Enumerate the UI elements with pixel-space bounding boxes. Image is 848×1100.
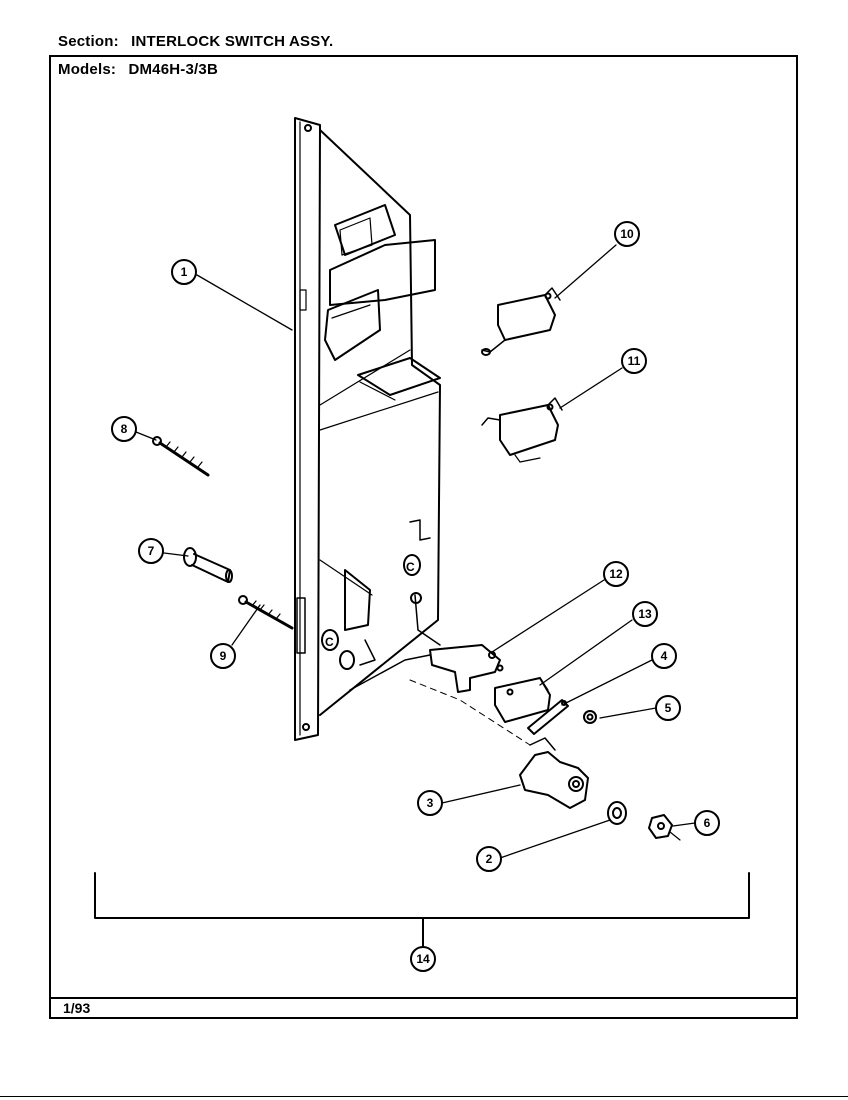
microswitch-10 [481,287,561,356]
callout-1-label: 1 [181,265,188,279]
callout-9-label: 9 [220,649,227,663]
callout-7: 7 [138,538,164,564]
leader-lines [135,244,696,859]
nut-6 [648,814,681,841]
svg-text:C: C [406,560,415,574]
callout-12: 12 [603,561,629,587]
callout-9: 9 [210,643,236,669]
footer-divider [49,997,798,999]
callout-11: 11 [621,348,647,374]
svg-text:C: C [325,635,334,649]
callout-13-label: 13 [638,607,652,621]
callout-10: 10 [614,221,640,247]
screw-9 [238,595,294,630]
callout-5-label: 5 [665,701,672,715]
callout-14: 14 [410,946,436,972]
callout-6-label: 6 [704,816,711,830]
callouts: 1 10 11 8 7 9 12 13 [111,221,720,972]
models-label: Models: [58,61,117,78]
diagram-frame [49,55,798,1019]
callout-11-label: 11 [628,354,641,368]
callout-3: 3 [417,790,443,816]
nut-5 [583,710,597,724]
callout-8-label: 8 [121,422,128,436]
bracket-plate: C C [294,117,531,746]
assembly-bracket [94,872,750,919]
section-title: INTERLOCK SWITCH ASSY. [131,33,334,50]
screw-8 [152,436,210,477]
callout-14-label: 14 [416,952,430,966]
callout-4-label: 4 [661,649,668,663]
latch-3 [519,737,589,809]
callout-7-label: 7 [148,544,155,558]
microswitch-13 [494,677,551,723]
callout-2: 2 [476,846,502,872]
callout-8: 8 [111,416,137,442]
models-header: Models: DM46H-3/3B [58,61,218,78]
page-bottom-rule [0,1096,848,1097]
callout-1: 1 [171,259,197,285]
callout-2-label: 2 [486,852,493,866]
callout-3-label: 3 [427,796,434,810]
actuator-12 [429,644,504,693]
microswitch-11 [481,397,563,463]
section-header: Section: INTERLOCK SWITCH ASSY. [58,33,333,50]
callout-13: 13 [632,601,658,627]
models-value: DM46H-3/3B [128,61,218,78]
pin-7 [183,547,233,583]
callout-4: 4 [651,643,677,669]
page-date: 1/93 [63,1000,91,1016]
callout-10-label: 10 [620,227,634,241]
section-label: Section: [58,33,119,50]
callout-12-label: 12 [609,567,623,581]
callout-6: 6 [694,810,720,836]
washer-2 [607,801,627,825]
callout-5: 5 [655,695,681,721]
